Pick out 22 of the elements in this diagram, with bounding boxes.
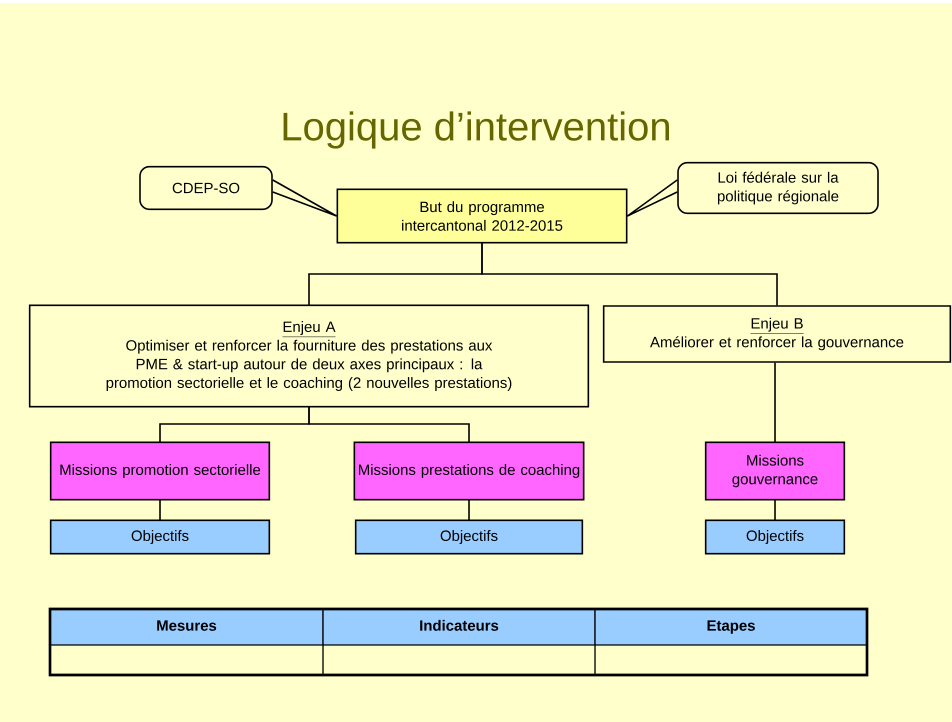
- objective-box: Objectifs: [704, 520, 846, 554]
- objective-box: Objectifs: [354, 520, 584, 554]
- connector-line: [774, 500, 776, 520]
- connector-line: [308, 407, 470, 442]
- objective-box: Objectifs: [50, 520, 270, 554]
- callout-bubble: CDEP-SO: [139, 166, 273, 210]
- mission-box: Missions prestations de coaching: [354, 442, 584, 500]
- goal-box: But du programme intercantonal 2012-2015: [336, 188, 628, 244]
- table-header-cell: Indicateurs: [322, 608, 596, 646]
- connector-line: [481, 243, 778, 306]
- table-header-cell: Etapes: [594, 608, 868, 646]
- connector-line: [468, 500, 470, 520]
- connector-line: [774, 362, 776, 442]
- mission-box: Missions gouvernance: [704, 442, 846, 500]
- callout-tail: [272, 179, 338, 217]
- mission-box: Missions promotion sectorielle: [50, 442, 270, 500]
- issue-box: Enjeu B Améliorer et renforcer la gouvernance: [602, 305, 952, 363]
- issue-box: Enjeu A Optimiser et renforcer la fourniture des prestations aux PME & start-up autour de deux axes principaux : la promotion sectorielle et le coaching (2 nouvelles prestations): [28, 304, 590, 408]
- table-header-cell: Mesures: [49, 608, 324, 646]
- callout-bubble: Loi fédérale sur la politique régionale: [677, 162, 879, 214]
- connector-line: [159, 500, 161, 520]
- title: Logique d’intervention: [284, 111, 669, 149]
